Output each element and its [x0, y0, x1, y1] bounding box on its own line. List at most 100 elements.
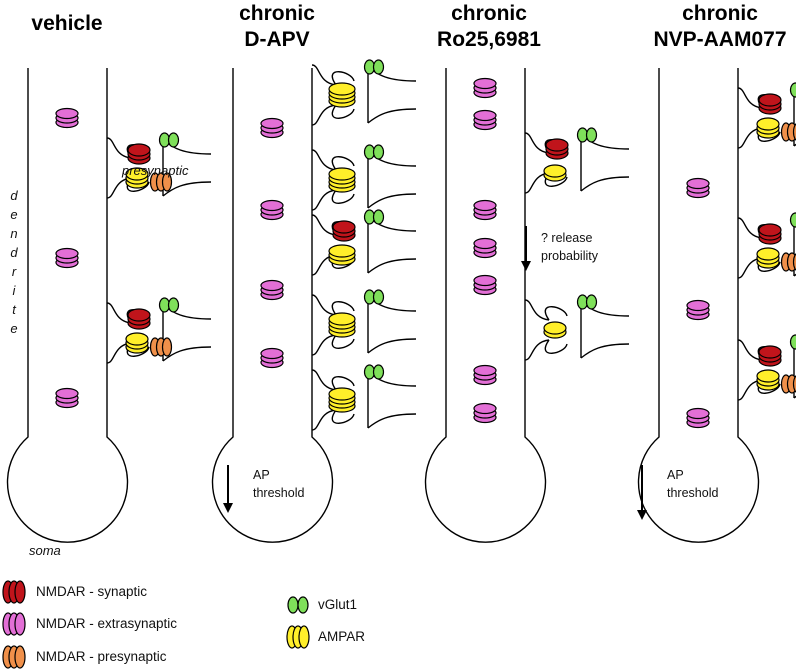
- ampar-receptor-subunit: [756, 369, 780, 383]
- nmdar-extrasynaptic-receptor-subunit: [260, 199, 284, 212]
- synapses-layer: [106, 59, 796, 431]
- nmdar-presynaptic-receptor-subunit: [792, 123, 796, 141]
- nmdar-extrasynaptic-receptor-subunit: [260, 279, 284, 292]
- nmdar-synaptic-receptor-subunit: [127, 143, 151, 157]
- legend-label: vGlut1: [318, 597, 357, 612]
- synapse: [311, 59, 417, 126]
- threshold-label: threshold: [667, 486, 718, 500]
- dendrite-soma-outline: [637, 68, 760, 543]
- synapse: [737, 82, 796, 149]
- nmdar-synaptic-receptor: [127, 143, 151, 165]
- dendrite-letter: i: [13, 283, 17, 298]
- spine-outline: [524, 132, 568, 194]
- title-dapv-line2: D-APV: [244, 28, 309, 51]
- synapse: [737, 334, 796, 401]
- dendrite-label: d e n d r i t e: [10, 188, 18, 336]
- nmdar-extrasynaptic-receptor: [55, 387, 79, 409]
- ampar-receptor: [328, 167, 356, 193]
- vglut1-vesicle-subunit: [372, 364, 385, 380]
- ampar-receptor: [328, 244, 356, 266]
- nmdar-extrasynaptic-receptor-subunit: [686, 177, 710, 190]
- vglut1-symbol-subunit: [297, 596, 309, 614]
- nmdar-extrasynaptic-receptor: [473, 199, 497, 221]
- nmdar-synaptic-receptor-subunit: [758, 223, 782, 237]
- ampar-receptor-subunit: [543, 321, 567, 335]
- nmdar-synaptic-symbol-subunit: [14, 580, 26, 604]
- ampar-receptor: [756, 247, 780, 269]
- ampar-receptor-subunit: [756, 117, 780, 131]
- nmdar-extrasynaptic-receptor-subunit: [55, 387, 79, 400]
- spine-outline: [311, 294, 355, 356]
- legend-label: NMDAR - synaptic: [36, 584, 147, 599]
- presynaptic-terminal-outline: [367, 296, 417, 354]
- title-vehicle: vehicle: [31, 12, 102, 35]
- nmdar-extrasynaptic-receptor: [473, 77, 497, 99]
- vglut1-icon: [287, 596, 309, 614]
- neuron-nvp: [637, 68, 760, 543]
- vglut1-vesicle: [158, 297, 180, 313]
- synapse: [524, 294, 630, 361]
- vglut1-symbol-subunit: [287, 596, 299, 614]
- nmdar-presynaptic-receptor-subunit: [792, 253, 796, 271]
- vglut1-vesicle: [576, 127, 598, 143]
- synapse: [106, 297, 212, 364]
- title-ro-line2: Ro25,6981: [437, 28, 541, 51]
- ampar-receptor: [756, 369, 780, 391]
- nmdar-synaptic-receptor-subunit: [545, 138, 569, 152]
- title-ro-line1: chronic: [451, 2, 527, 25]
- nmdar-synaptic-receptor: [545, 138, 569, 160]
- ampar-receptor: [756, 117, 780, 139]
- dendrite-letter: t: [12, 302, 17, 317]
- vglut1-vesicle: [363, 289, 385, 305]
- vglut1-vesicle: [789, 82, 796, 98]
- ampar-receptor-subunit: [328, 312, 356, 326]
- ampar-icon: [286, 625, 310, 649]
- spine-outline: [106, 302, 150, 364]
- dendrite-letter: e: [10, 207, 17, 222]
- dendrite-letter: n: [10, 226, 17, 241]
- nmdar-synaptic-receptor-subunit: [332, 220, 356, 234]
- nmdar-extrasynaptic-receptor-subunit: [473, 237, 497, 250]
- vglut1-vesicle: [363, 209, 385, 225]
- vglut1-vesicle: [789, 212, 796, 228]
- ampar-receptor: [125, 332, 149, 354]
- vglut1-vesicle-subunit: [372, 289, 385, 305]
- threshold-label: threshold: [253, 486, 304, 500]
- vglut1-vesicle-subunit: [789, 82, 796, 98]
- presynaptic-terminal-outline: [580, 134, 630, 192]
- nmdar-synaptic-receptor-subunit: [758, 345, 782, 359]
- ampar-receptor: [328, 82, 356, 108]
- synapse: [311, 144, 417, 211]
- vglut1-vesicle: [363, 144, 385, 160]
- nmdar-presynaptic-icon: [2, 645, 26, 669]
- nmdar-extrasynaptic-receptor: [686, 407, 710, 429]
- presynaptic-terminal-outline: [367, 371, 417, 429]
- vglut1-vesicle: [576, 294, 598, 310]
- ampar-receptor-subunit: [328, 387, 356, 401]
- nmdar-presynaptic-receptor-subunit: [161, 172, 173, 192]
- vglut1-vesicle-subunit: [789, 212, 796, 228]
- nmdar-extrasynaptic-symbol: [2, 612, 26, 636]
- ampar-receptor: [125, 167, 149, 189]
- ap-threshold-nvp: AP threshold: [637, 465, 718, 520]
- nmdar-extrasynaptic-receptor: [260, 199, 284, 221]
- spine-outline: [311, 214, 355, 276]
- vglut1-vesicle: [363, 364, 385, 380]
- arrowhead-icon: [637, 510, 647, 520]
- spine-outline: [311, 64, 355, 126]
- nmdar-presynaptic-receptor: [780, 374, 796, 394]
- legend-item-vglut1: vGlut1: [287, 596, 357, 614]
- neuron-vehicle: [6, 68, 129, 543]
- synapse: [311, 209, 417, 276]
- spine-outline: [737, 339, 781, 401]
- vglut1-vesicle-subunit: [167, 132, 180, 148]
- ampar-symbol-subunit: [298, 625, 310, 649]
- ap-label: AP: [667, 468, 684, 482]
- release-probability-ro: ? release probability: [521, 226, 599, 271]
- nmdar-synaptic-receptor: [127, 308, 151, 330]
- dendrite-letter: d: [10, 245, 18, 260]
- ampar-receptor-subunit: [543, 164, 567, 178]
- legend-item-ampar: AMPAR: [286, 625, 365, 649]
- neuron-dapv: [211, 68, 334, 543]
